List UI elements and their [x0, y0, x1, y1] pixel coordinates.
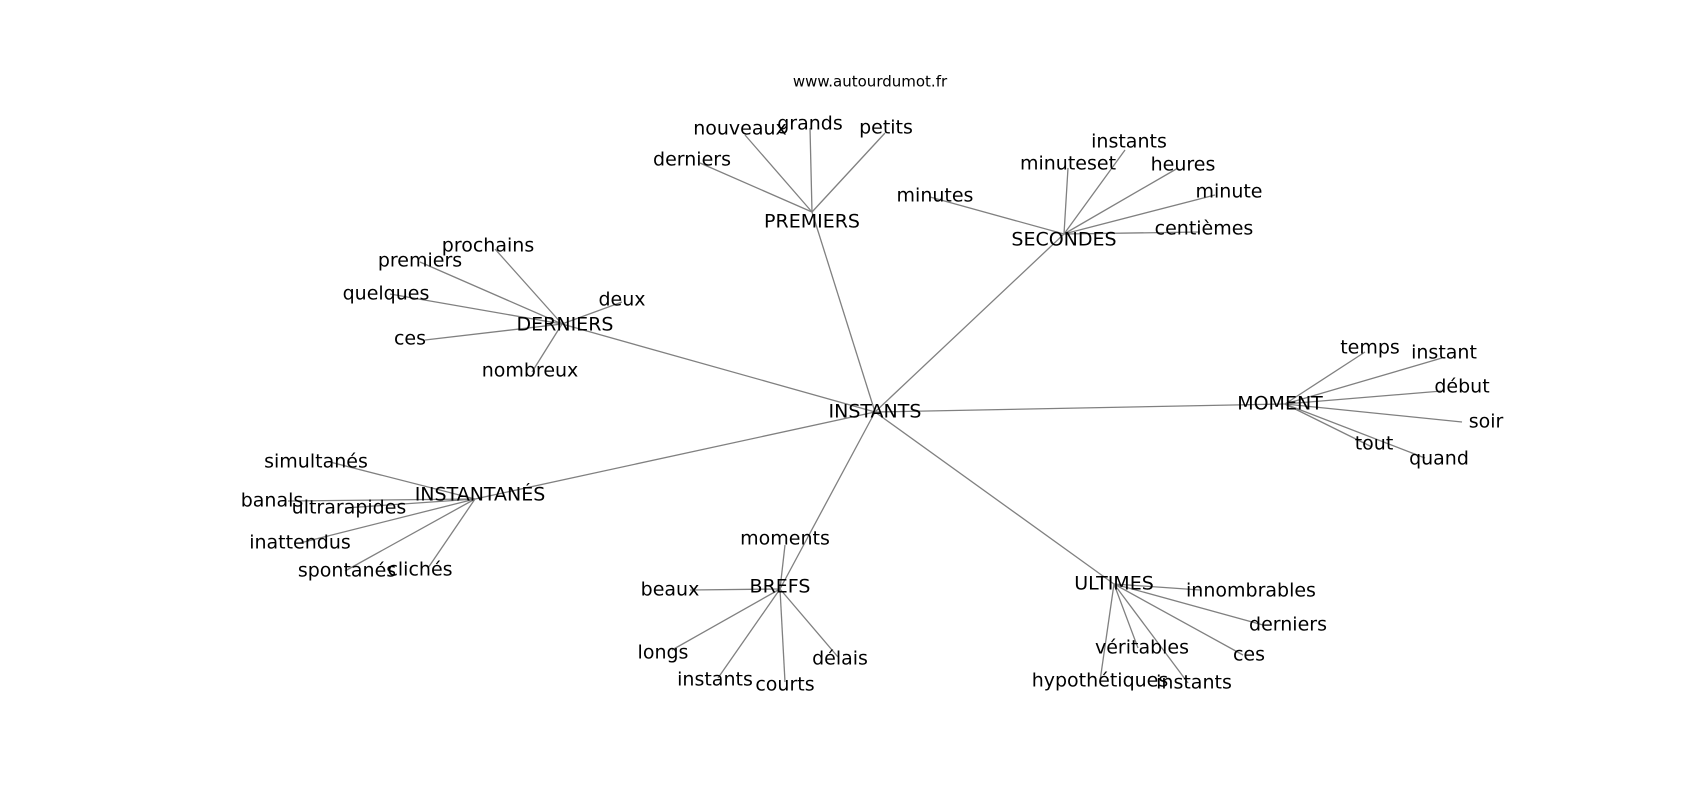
leaf-word-node[interactable]: véritables [1095, 637, 1189, 659]
edge-root-to-5 [779, 411, 876, 590]
leaf-word-node[interactable]: minutes [897, 185, 974, 207]
edge-group-4-leaf-3 [299, 498, 476, 544]
leaf-word-node[interactable]: soir [1469, 411, 1504, 433]
edge-group-2-leaf-1 [419, 261, 563, 325]
edge-group-1-leaf-3 [1063, 167, 1179, 235]
edge-group-6-leaf-5 [1113, 583, 1189, 684]
edge-group-3-leaf-0 [1284, 351, 1366, 405]
edge-group-4-leaf-4 [344, 498, 476, 572]
leaf-word-node[interactable]: tout [1355, 433, 1394, 455]
leaf-word-node[interactable]: petits [859, 117, 913, 139]
edge-group-4-leaf-2 [344, 498, 476, 509]
edge-root-to-6 [874, 411, 1115, 585]
leaf-word-node[interactable]: derniers [1249, 614, 1327, 636]
leaf-word-node[interactable]: minuteset [1020, 153, 1116, 175]
edge-group-6-leaf-1 [1113, 583, 1264, 626]
edge-group-4-leaf-5 [427, 498, 476, 569]
leaf-word-node[interactable]: clichés [387, 559, 452, 581]
labels-layer: www.autourdumot.fr INSTANTS PREMIERS derni… [241, 73, 1504, 696]
leaf-word-node[interactable]: centièmes [1155, 218, 1254, 240]
leaf-word-node[interactable]: temps [1340, 337, 1400, 359]
group-word-node[interactable]: INSTANTANÉS [415, 483, 546, 506]
edge-group-3-leaf-5 [1284, 403, 1426, 459]
edge-group-3-leaf-4 [1284, 403, 1373, 448]
group-word-node[interactable]: PREMIERS [764, 211, 860, 233]
leaf-word-node[interactable]: instant [1411, 342, 1477, 364]
edge-group-2-leaf-0 [494, 248, 563, 325]
edge-group-5-leaf-0 [779, 544, 786, 590]
edge-group-1-leaf-4 [1063, 194, 1216, 235]
leaf-word-node[interactable]: minute [1195, 181, 1262, 203]
group-word-node[interactable]: ULTIMES [1074, 573, 1154, 595]
edge-group-2-leaf-2 [389, 293, 563, 325]
leaf-word-node[interactable]: quelques [343, 283, 430, 305]
leaf-word-node[interactable]: longs [638, 642, 689, 664]
leaf-word-node[interactable]: instants [1091, 131, 1167, 153]
leaf-word-node[interactable]: prochains [442, 235, 534, 257]
edge-group-5-leaf-3 [717, 588, 781, 679]
edge-root-to-4 [474, 411, 876, 500]
leaf-word-node[interactable]: quand [1409, 448, 1469, 470]
edge-root-to-0 [811, 211, 876, 413]
leaf-word-node[interactable]: deux [598, 289, 645, 311]
edge-group-2-leaf-3 [561, 301, 623, 325]
edge-group-2-leaf-4 [424, 323, 563, 341]
edge-group-0-leaf-3 [811, 132, 886, 213]
edge-group-2-leaf-5 [531, 323, 563, 373]
leaf-word-node[interactable]: inattendus [249, 532, 351, 554]
leaf-word-node[interactable]: premiers [378, 250, 462, 272]
edge-group-6-leaf-4 [1099, 583, 1115, 682]
edge-group-3-leaf-1 [1284, 357, 1443, 405]
edge-group-5-leaf-4 [779, 588, 786, 683]
leaf-word-node[interactable]: spontanés [298, 560, 396, 582]
edge-group-6-leaf-0 [1113, 583, 1201, 591]
leaf-word-node[interactable]: ces [1233, 644, 1265, 666]
edge-group-6-leaf-2 [1113, 583, 1244, 656]
leaf-word-node[interactable]: derniers [653, 149, 731, 171]
leaf-word-node[interactable]: moments [740, 528, 830, 550]
edge-group-5-leaf-5 [779, 588, 839, 658]
leaf-word-node[interactable]: instants [1156, 672, 1232, 694]
leaf-word-node[interactable]: grands [777, 113, 843, 135]
group-word-node[interactable]: MOMENT [1237, 393, 1323, 415]
edge-group-1-leaf-2 [1063, 149, 1126, 235]
leaf-word-node[interactable]: courts [755, 674, 814, 696]
edge-group-4-leaf-0 [329, 461, 476, 500]
edge-group-3-leaf-3 [1284, 403, 1463, 423]
edge-group-3-leaf-2 [1284, 390, 1443, 405]
edge-root-to-1 [874, 233, 1065, 413]
leaf-word-node[interactable]: hypothétiques [1032, 670, 1169, 692]
edge-group-0-leaf-1 [744, 134, 813, 213]
edge-group-6-leaf-3 [1113, 583, 1139, 649]
website-label[interactable]: www.autourdumot.fr [793, 73, 948, 91]
edge-group-1-leaf-1 [1063, 167, 1069, 235]
leaf-word-node[interactable]: ultrarapides [292, 497, 407, 519]
edge-group-1-leaf-0 [929, 196, 1065, 235]
edge-group-0-leaf-2 [809, 127, 813, 213]
leaf-word-node[interactable]: délais [812, 648, 868, 670]
leaf-word-node[interactable]: banals [241, 490, 304, 512]
group-word-node[interactable]: BREFS [750, 576, 811, 598]
edges-layer [287, 127, 1463, 684]
edge-group-1-leaf-5 [1063, 231, 1201, 235]
leaf-word-node[interactable]: heures [1151, 154, 1216, 176]
edge-group-5-leaf-1 [689, 588, 781, 591]
leaf-word-node[interactable]: instants [677, 669, 753, 691]
edge-root-to-2 [561, 323, 876, 413]
edge-group-0-leaf-0 [699, 162, 813, 213]
edge-root-to-3 [874, 403, 1286, 413]
leaf-word-node[interactable]: ces [394, 328, 426, 350]
root-word-node[interactable]: INSTANTS [829, 401, 922, 423]
leaf-word-node[interactable]: nombreux [482, 360, 579, 382]
leaf-word-node[interactable]: début [1434, 376, 1489, 398]
leaf-word-node[interactable]: simultanés [264, 451, 368, 473]
leaf-word-node[interactable]: beaux [641, 579, 700, 601]
group-word-node[interactable]: SECONDES [1011, 229, 1116, 251]
leaf-word-node[interactable]: nouveaux [693, 118, 787, 140]
leaf-word-node[interactable]: innombrables [1186, 580, 1316, 602]
edge-group-4-leaf-1 [287, 498, 476, 502]
edge-group-5-leaf-2 [671, 588, 781, 651]
group-word-node[interactable]: DERNIERS [517, 314, 614, 336]
